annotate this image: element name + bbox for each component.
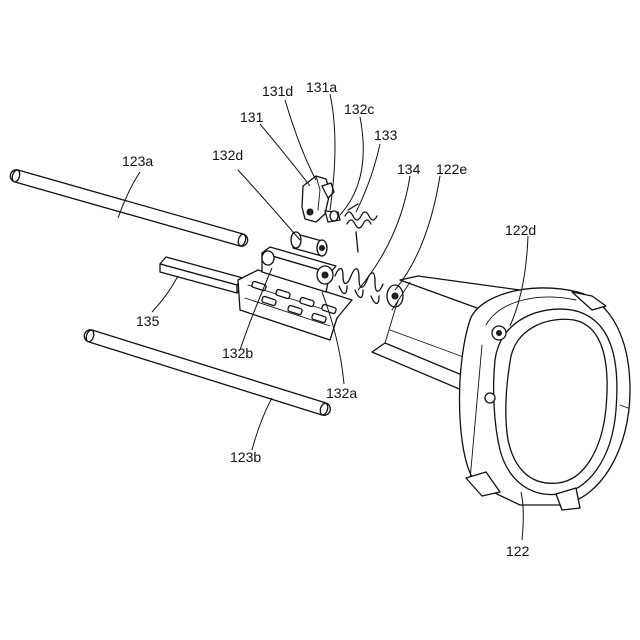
leader-132c	[340, 117, 363, 215]
label-122: 122	[506, 543, 530, 559]
label-133: 133	[374, 127, 398, 143]
label-122e: 122e	[436, 161, 467, 177]
leader-131	[260, 124, 310, 186]
label-131d: 131d	[262, 83, 293, 99]
label-123b: 123b	[230, 449, 261, 465]
holder-132b	[238, 247, 352, 340]
label-134: 134	[397, 161, 421, 177]
label-131: 131	[240, 109, 264, 125]
label-122d: 122d	[505, 222, 536, 238]
spring-133	[345, 204, 377, 252]
rod-123a	[10, 169, 247, 246]
rod-123b	[84, 329, 330, 416]
label-132d: 132d	[212, 147, 243, 163]
label-132b: 132b	[222, 345, 253, 361]
leader-132d	[238, 170, 300, 240]
leader-131d	[285, 100, 316, 180]
label-132a: 132a	[326, 385, 357, 401]
bar-135	[160, 257, 243, 293]
label-123a: 123a	[122, 153, 153, 169]
leader-135	[152, 276, 178, 312]
housing-122	[372, 276, 630, 510]
leader-123b	[252, 398, 272, 450]
label-131a: 131a	[306, 79, 337, 95]
label-135: 135	[136, 313, 160, 329]
leader-134	[358, 176, 410, 290]
label-132c: 132c	[344, 101, 374, 117]
leader-122e	[395, 176, 440, 290]
